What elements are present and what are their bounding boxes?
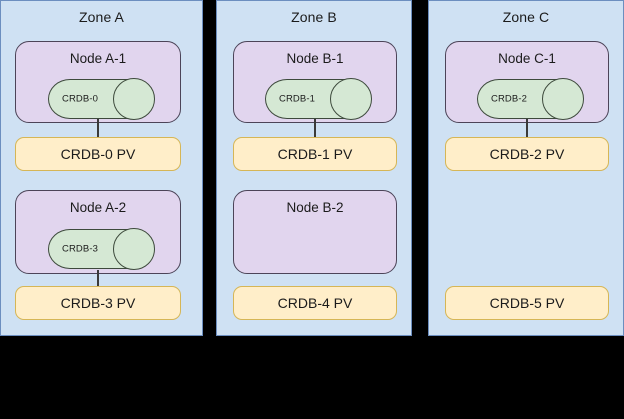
pv-box-crdb-4[interactable]: CRDB-4 PV <box>233 286 397 320</box>
cylinder-end-cap <box>113 78 155 120</box>
cylinder-end-cap <box>330 78 372 120</box>
pv-label-crdb-5: CRDB-5 PV <box>489 295 565 311</box>
database-label-crdb-0: CRDB-0 <box>62 93 98 105</box>
zone-panel-b[interactable]: Zone B Node B-1 CRDB-1 CRDB-1 PV Node B-… <box>216 0 412 336</box>
database-cylinder-crdb-2[interactable]: CRDB-2 <box>477 78 584 120</box>
node-label-b-2: Node B-2 <box>286 200 344 215</box>
connector-a-1 <box>97 119 99 139</box>
database-cylinder-crdb-0[interactable]: CRDB-0 <box>48 78 155 120</box>
node-label-a-2: Node A-2 <box>69 200 127 215</box>
pv-label-crdb-2: CRDB-2 PV <box>489 146 565 162</box>
zone-title-b: Zone B <box>291 9 337 25</box>
connector-a-2 <box>97 270 99 288</box>
pv-box-crdb-1[interactable]: CRDB-1 PV <box>233 137 397 171</box>
zone-panel-a[interactable]: Zone A Node A-1 CRDB-0 CRDB-0 PV Node A-… <box>0 0 203 336</box>
pv-box-crdb-3[interactable]: CRDB-3 PV <box>15 286 181 320</box>
pv-box-crdb-0[interactable]: CRDB-0 PV <box>15 137 181 171</box>
node-label-b-1: Node B-1 <box>286 51 344 66</box>
pv-label-crdb-0: CRDB-0 PV <box>60 146 136 162</box>
pv-label-crdb-3: CRDB-3 PV <box>60 295 136 311</box>
zone-title-a: Zone A <box>79 9 124 25</box>
pv-label-crdb-4: CRDB-4 PV <box>277 295 353 311</box>
database-label-crdb-1: CRDB-1 <box>279 93 315 105</box>
database-label-crdb-2: CRDB-2 <box>491 93 527 105</box>
connector-c-1 <box>526 119 528 139</box>
node-label-a-1: Node A-1 <box>69 51 127 66</box>
zone-title-c: Zone C <box>502 9 550 25</box>
connector-b-1 <box>314 119 316 139</box>
cylinder-end-cap <box>113 228 155 270</box>
cylinder-end-cap <box>542 78 584 120</box>
zone-panel-c[interactable]: Zone C Node C-1 CRDB-2 CRDB-2 PV CRDB-5 … <box>428 0 624 336</box>
node-box-b-1[interactable]: Node B-1 CRDB-1 <box>233 41 397 123</box>
node-box-c-1[interactable]: Node C-1 CRDB-2 <box>445 41 609 123</box>
pv-box-crdb-5[interactable]: CRDB-5 PV <box>445 286 609 320</box>
node-box-a-1[interactable]: Node A-1 CRDB-0 <box>15 41 181 123</box>
database-cylinder-crdb-3[interactable]: CRDB-3 <box>48 228 155 270</box>
node-box-b-2[interactable]: Node B-2 <box>233 190 397 274</box>
database-label-crdb-3: CRDB-3 <box>62 243 98 255</box>
database-cylinder-crdb-1[interactable]: CRDB-1 <box>265 78 372 120</box>
pv-label-crdb-1: CRDB-1 PV <box>277 146 353 162</box>
pv-box-crdb-2[interactable]: CRDB-2 PV <box>445 137 609 171</box>
node-label-c-1: Node C-1 <box>498 51 556 66</box>
node-box-a-2[interactable]: Node A-2 CRDB-3 <box>15 190 181 274</box>
